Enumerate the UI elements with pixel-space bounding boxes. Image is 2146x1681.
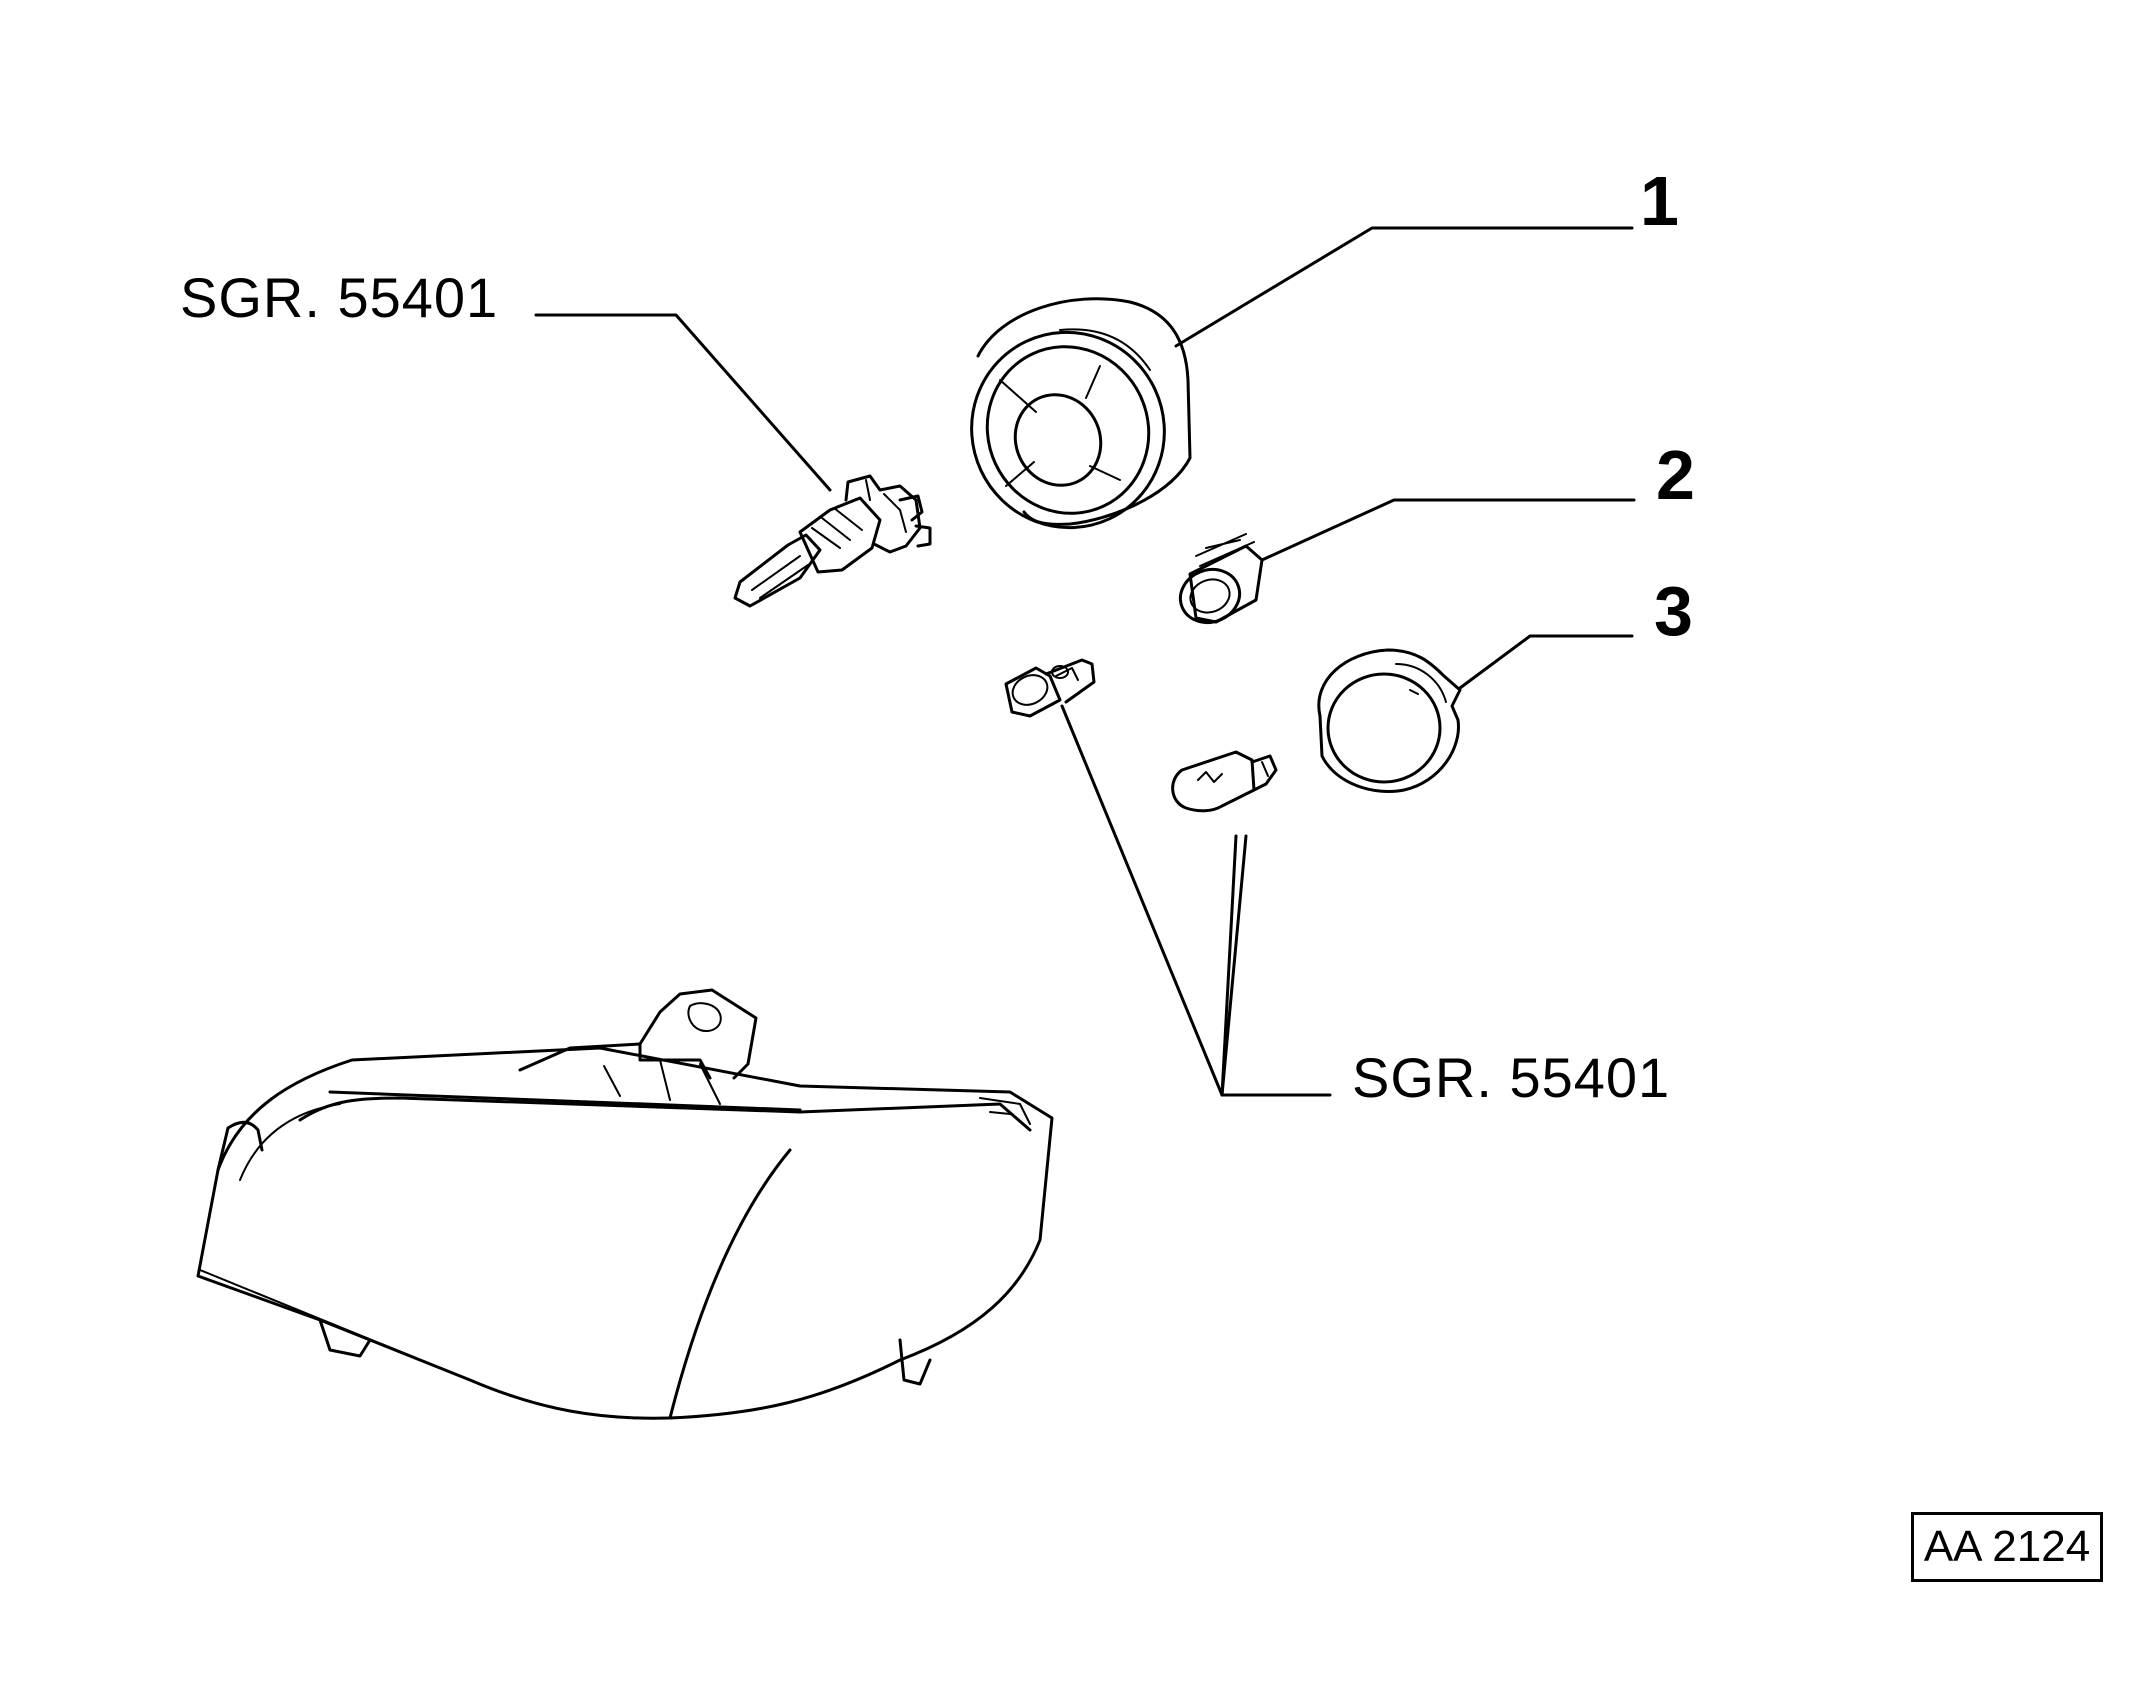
- headlamp-cap-icon: [970, 297, 1192, 530]
- leader-sgr-bottom-branch: [1220, 834, 1248, 1097]
- wedge-bulb-icon: [1004, 658, 1096, 718]
- leader-1: [1174, 226, 1634, 348]
- callout-number-1: 1: [1640, 162, 1679, 240]
- bulb-holder-icon: [1178, 533, 1264, 624]
- callout-number-3: 3: [1654, 572, 1693, 650]
- leader-sgr-top: [534, 313, 832, 492]
- sgr-reference-top: SGR. 55401: [180, 266, 499, 329]
- headlamp-assembly-icon: [196, 988, 1054, 1420]
- leader-2: [1260, 498, 1636, 562]
- leader-sgr-bottom-branch-2: [1220, 834, 1238, 1097]
- leader-lines: [534, 226, 1636, 1097]
- socket-cover-icon: [1317, 648, 1462, 793]
- sgr-reference-bottom: SGR. 55401: [1352, 1046, 1671, 1109]
- h7-halogen-bulb-icon: [733, 474, 932, 608]
- callout-number-2: 2: [1656, 436, 1695, 514]
- diagram-reference-code: AA 2124: [1911, 1512, 2103, 1582]
- leader-3: [1458, 634, 1634, 690]
- indicator-bulb-icon: [1171, 750, 1278, 813]
